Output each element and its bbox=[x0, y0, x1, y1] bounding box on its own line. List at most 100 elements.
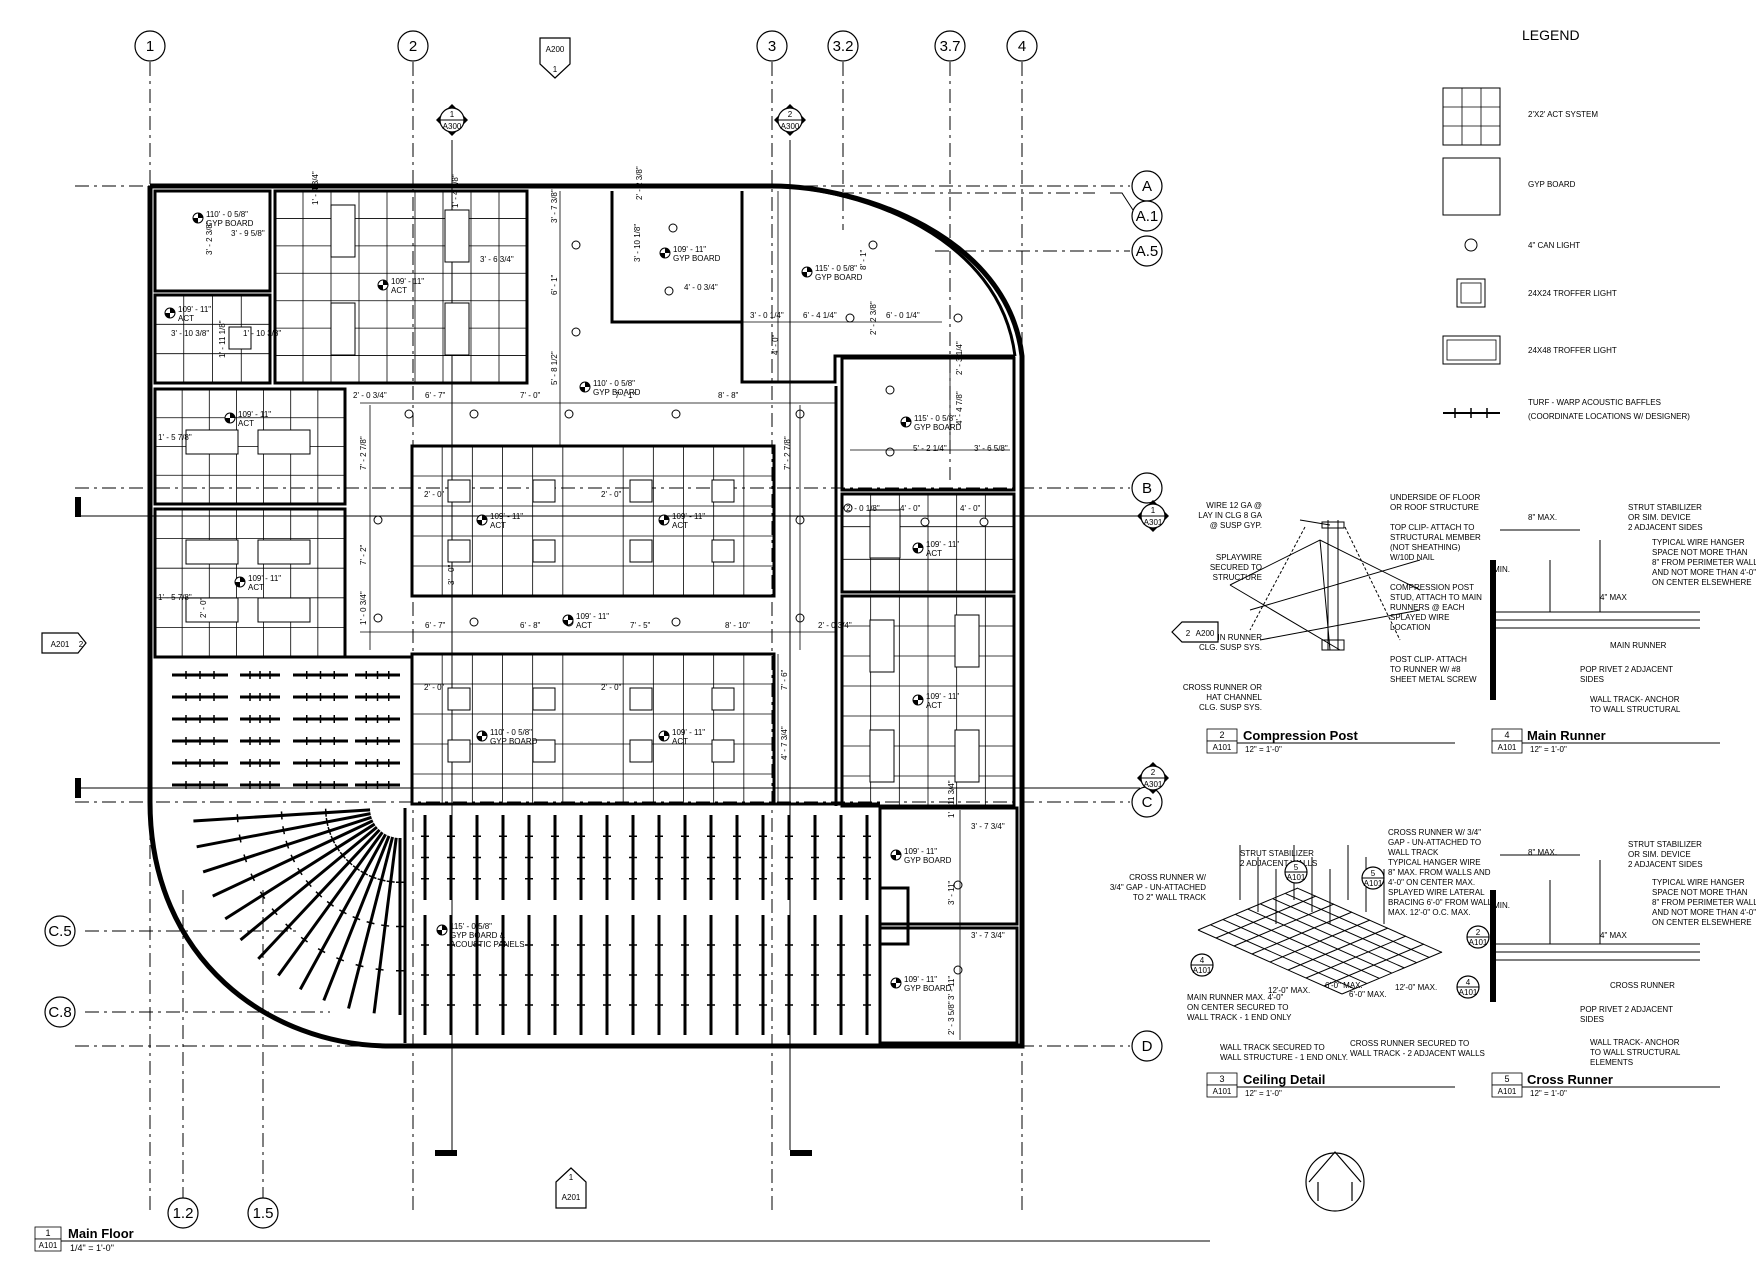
detail-note: MAIN RUNNER bbox=[1206, 633, 1263, 642]
dimension-text: 2' - 3 1/4" bbox=[955, 341, 964, 375]
grid-bubble-A-5: A.5 bbox=[1131, 235, 1163, 267]
dimension-text: 7' - 5" bbox=[630, 621, 651, 630]
act-grid-icon bbox=[1442, 87, 1501, 146]
baffle-tick bbox=[259, 891, 266, 899]
ceiling-type: ACT bbox=[248, 583, 264, 592]
svg-text:A301: A301 bbox=[1144, 780, 1163, 789]
svg-text:1: 1 bbox=[569, 1173, 574, 1182]
baffle-tick bbox=[327, 826, 332, 835]
dimension-text: 1' - 4 3/4" bbox=[311, 171, 320, 205]
ceiling-tag: 110' - 0 5/8"GYP BOARD bbox=[579, 379, 641, 397]
troffer-24x24-icon bbox=[532, 687, 556, 711]
detail-note: TO 2" WALL TRACK bbox=[1133, 893, 1207, 902]
dimension-text: 4' - 0" bbox=[960, 504, 981, 513]
dimension-text: 7' - 1" bbox=[615, 391, 636, 400]
svg-text:1.2: 1.2 bbox=[173, 1205, 194, 1222]
svg-text:A201: A201 bbox=[51, 640, 70, 649]
detail-note: OR ROOF STRUCTURE bbox=[1390, 503, 1479, 512]
detail-note: WALL TRACK- ANCHOR bbox=[1590, 1038, 1680, 1047]
troffer-lights bbox=[185, 204, 980, 783]
can-light-icon bbox=[845, 313, 855, 323]
acoustic-baffles bbox=[172, 671, 871, 1035]
ceiling-tag: 110' - 0 5/8"GYP BOARD bbox=[192, 210, 254, 228]
dimension-text: 8' - 1" bbox=[859, 249, 868, 270]
grid-bubble-3-2: 3.2 bbox=[827, 30, 859, 62]
svg-text:5: 5 bbox=[1504, 1074, 1509, 1084]
baffle-tick bbox=[271, 908, 278, 916]
detail-note: 8" FROM PERIMETER WALL bbox=[1652, 558, 1756, 567]
ceiling-tag-fill bbox=[913, 543, 923, 553]
svg-text:24X24 TROFFER LIGHT: 24X24 TROFFER LIGHT bbox=[1528, 289, 1617, 298]
svg-text:3.7: 3.7 bbox=[940, 38, 961, 55]
detail-note: STUD, ATTACH TO MAIN bbox=[1390, 593, 1482, 602]
ref-num: 5 bbox=[1371, 869, 1376, 878]
svg-text:12" = 1'-0": 12" = 1'-0" bbox=[1245, 1089, 1282, 1098]
iso-grid-line bbox=[1341, 951, 1443, 995]
troffer-24x48-icon bbox=[257, 597, 311, 623]
ceiling-tag: 109' - 11"ACT bbox=[658, 512, 705, 530]
dimension-text: 2' - 0" bbox=[601, 683, 622, 692]
baffle-tick bbox=[375, 968, 384, 971]
baffle-tick bbox=[352, 865, 361, 872]
dimension-text: 3' - 2 3/8" bbox=[205, 221, 214, 255]
svg-text:Compression Post: Compression Post bbox=[1243, 728, 1359, 743]
baffle-tick bbox=[386, 880, 395, 883]
dimension-text: 4' - 7 3/4" bbox=[780, 726, 789, 760]
ceiling-tag-fill bbox=[580, 382, 590, 392]
svg-text:4" CAN LIGHT: 4" CAN LIGHT bbox=[1528, 241, 1580, 250]
can-light-icon bbox=[564, 409, 574, 419]
dimension-text: 4' - 0" bbox=[771, 334, 780, 355]
detail-note: WALL TRACK bbox=[1388, 848, 1439, 857]
detail-note: TYPICAL HANGER WIRE bbox=[1388, 858, 1481, 867]
baffle-tick bbox=[280, 811, 283, 820]
grid-bubble-C-5: C.5 bbox=[44, 915, 76, 947]
svg-text:Main Runner: Main Runner bbox=[1527, 728, 1606, 743]
detail-note: CROSS RUNNER OR bbox=[1183, 683, 1262, 692]
ceiling-tag-fill bbox=[477, 731, 487, 741]
dimension-text: 1' - 5 7/8" bbox=[158, 433, 192, 442]
ceiling-tag-fill bbox=[225, 413, 235, 423]
baffle-tick bbox=[282, 826, 286, 835]
detail-note: 2 ADJACENT WALLS bbox=[1240, 859, 1317, 868]
detail-note: POP RIVET 2 ADJACENT bbox=[1580, 665, 1673, 674]
svg-text:1: 1 bbox=[553, 65, 558, 74]
dimension-text: 3' - 10 1/8" bbox=[633, 224, 642, 262]
ceiling-elevation: 109' - 11" bbox=[248, 574, 281, 583]
ceiling-tag-fill bbox=[901, 417, 911, 427]
ref-sheet: A101 bbox=[1364, 879, 1383, 888]
baffle-tick bbox=[381, 924, 390, 927]
dimension-text: 3' - 7 3/4" bbox=[971, 822, 1005, 831]
troffer-24x24-icon bbox=[447, 539, 471, 563]
detail-note: RUNNERS @ EACH bbox=[1390, 603, 1465, 612]
ceiling-tag: 115' - 0 5/8"GYP BOARD bbox=[900, 414, 962, 432]
troffer-24x24-icon bbox=[711, 687, 735, 711]
svg-text:A301: A301 bbox=[1144, 518, 1163, 527]
ceiling-tag-fill bbox=[563, 615, 573, 625]
troffer-24x24-icon bbox=[629, 739, 653, 763]
svg-text:12" = 1'-0": 12" = 1'-0" bbox=[1245, 745, 1282, 754]
svg-text:A.5: A.5 bbox=[1136, 243, 1159, 260]
dimension-text: 1' - 4 3/8" bbox=[451, 174, 460, 208]
baffle-tick bbox=[366, 921, 375, 925]
ceiling-elevation: 109' - 11" bbox=[672, 728, 705, 737]
svg-text:Ceiling Detail: Ceiling Detail bbox=[1243, 1072, 1325, 1087]
troffer-24x48-icon bbox=[330, 302, 356, 356]
dimension-text: 7' - 2 7/8" bbox=[359, 436, 368, 470]
troffer-24x24-icon bbox=[629, 539, 653, 563]
detail-note: LAY IN CLG 8 GA bbox=[1198, 511, 1262, 520]
iso-grid-line bbox=[1287, 927, 1389, 971]
detail-note: 6'-0" MAX. bbox=[1325, 981, 1363, 990]
detail-note: UNDERSIDE OF FLOOR bbox=[1390, 493, 1480, 502]
dimension-text: 6' - 0 1/4" bbox=[886, 311, 920, 320]
dimension-text: 2' - 3 5/8" bbox=[947, 1001, 956, 1035]
baffle-tick bbox=[324, 808, 327, 817]
detail-note: TO WALL STRUCTURAL bbox=[1590, 705, 1681, 714]
troffer-24x48-icon bbox=[444, 302, 470, 356]
detail-note: STRUT STABILIZER bbox=[1628, 503, 1702, 512]
svg-text:A.1: A.1 bbox=[1136, 208, 1159, 225]
svg-text:1: 1 bbox=[146, 38, 154, 55]
dimension-text: 5' - 8 1/2" bbox=[550, 351, 559, 385]
grid-bubble-1: 1 bbox=[134, 30, 166, 62]
ceiling-tag: 109' - 11"ACT bbox=[658, 728, 705, 746]
